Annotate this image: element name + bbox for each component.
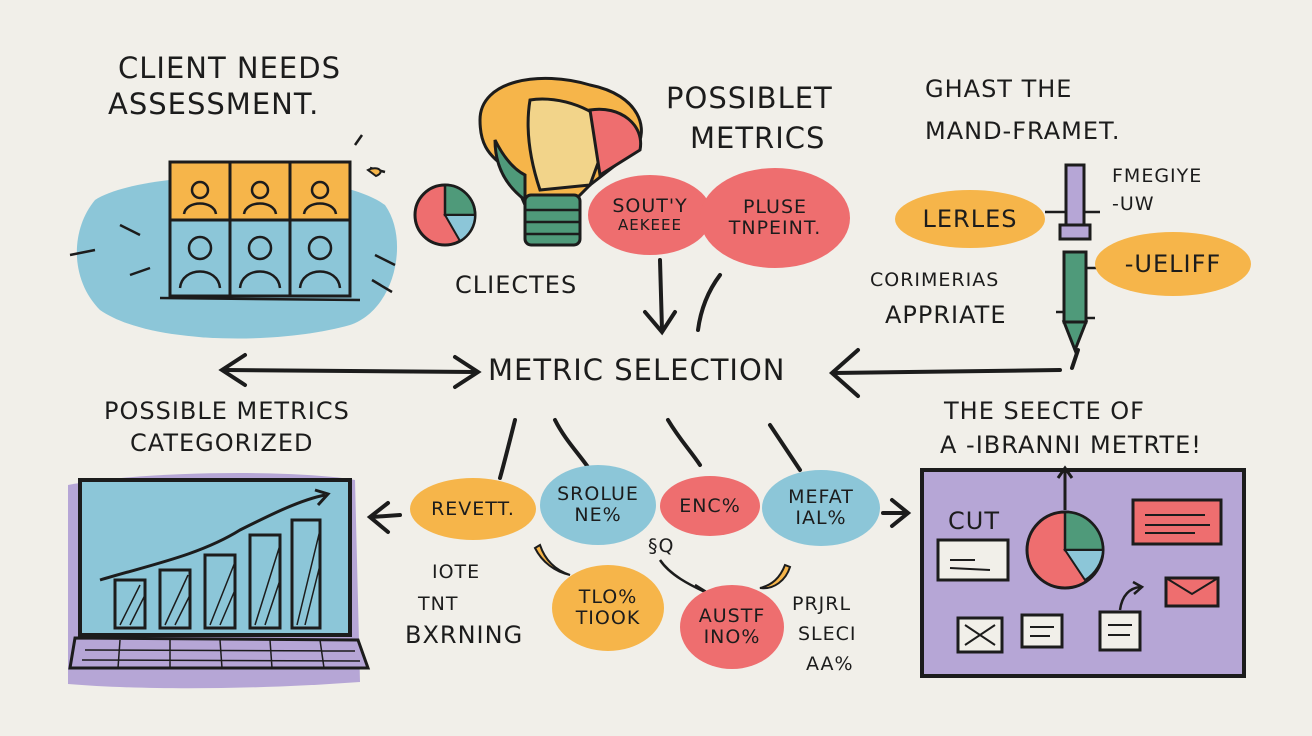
- prjrl-label-line3: AA%: [806, 653, 854, 675]
- pen-icon: [1045, 163, 1102, 355]
- blob-lerles: LERLES: [895, 190, 1045, 248]
- laptop-bar-chart-icon: [68, 473, 371, 689]
- corimerias-caption-line1: CORIMERIAS: [870, 269, 1000, 291]
- bubble-pluse-line1: PLUSE: [742, 196, 808, 219]
- prjrl-label-line1: PRJRL: [792, 593, 852, 615]
- blob-mefat: MEFAT IAL%: [762, 470, 880, 546]
- blob-srolue-line1: SROLUE: [557, 483, 639, 506]
- blob-ueliff: -UELIFF: [1095, 232, 1251, 296]
- iote-label-line2: TNT: [418, 593, 459, 615]
- ghast-heading-line2: MAND-FRAMET.: [925, 117, 1121, 145]
- blob-austf: AUSTF INO%: [680, 585, 784, 669]
- ghast-heading-line1: GHAST THE: [925, 75, 1073, 103]
- people-icons: [178, 180, 342, 289]
- selected-metric-heading-line2: A -IBRANNI METRTE!: [940, 431, 1202, 459]
- blob-srolue: SROLUE NE%: [540, 465, 656, 545]
- iote-label-line1: IOTE: [432, 561, 481, 583]
- blob-mefat-line1: MEFAT: [788, 486, 854, 509]
- blob-enc: ENC%: [660, 476, 760, 536]
- client-needs-heading-line2: ASSESSMENT.: [108, 87, 320, 121]
- bubble-pluse-line2: TNPEINT.: [728, 217, 822, 239]
- blob-revett: REVETT.: [410, 478, 536, 540]
- blob-austf-line1: AUSTF: [698, 605, 766, 628]
- bubble-pluse: PLUSE TNPEINT.: [700, 168, 850, 268]
- blob-srolue-line2: NE%: [574, 504, 622, 526]
- bubble-soury: SOUT'Y AEKEEE: [588, 175, 712, 255]
- board-cut-label: CUT: [948, 507, 1000, 535]
- prjrl-label-line2: SLECI: [798, 623, 857, 645]
- bubble-soury-line2: AEKEEE: [617, 216, 682, 235]
- blob-tlo: TLO% TIOOK: [552, 565, 664, 651]
- possible-metrics-heading-line2: METRICS: [690, 121, 826, 155]
- dashboard-board-icon: [920, 465, 1246, 678]
- cliectes-caption: CLIECTES: [455, 271, 578, 299]
- central-arrows: [218, 258, 1080, 534]
- blob-austf-line2: INO%: [703, 626, 761, 648]
- selected-metric-heading-line1: THE SEECTE OF: [944, 397, 1145, 425]
- possible-metrics-categorized-line1: POSSIBLE METRICS: [104, 397, 350, 425]
- client-needs-illustration: [69, 134, 398, 339]
- people-row-bottom: [168, 218, 352, 298]
- possible-metrics-heading-line1: POSSIBLET: [666, 81, 833, 115]
- possible-metrics-categorized-line2: CATEGORIZED: [130, 429, 314, 457]
- corimerias-caption-line2: APPRIATE: [885, 301, 1007, 329]
- squiggle-label: §Q: [648, 535, 675, 557]
- pie-chart-icon: [413, 183, 477, 247]
- client-needs-heading-line1: CLIENT NEEDS: [118, 51, 341, 85]
- bubble-soury-line1: SOUT'Y: [612, 195, 688, 218]
- people-row-top: [168, 160, 352, 222]
- blob-mefat-line2: IAL%: [795, 507, 847, 529]
- lightbulb-icon: [478, 76, 643, 247]
- fmegiye-label-line2: -UW: [1112, 193, 1155, 215]
- diagram-title: METRIC SELECTION: [488, 353, 786, 387]
- iote-label-line3: BXRNING: [405, 621, 524, 649]
- blob-tlo-line1: TLO%: [578, 586, 638, 609]
- fmegiye-label-line1: FMEGIYE: [1112, 165, 1203, 187]
- blob-tlo-line2: TIOOK: [575, 607, 641, 629]
